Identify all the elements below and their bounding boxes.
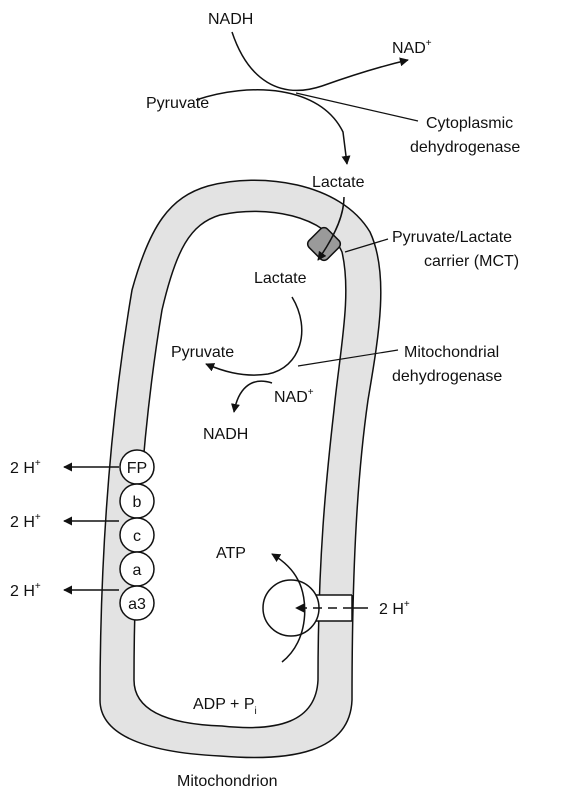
lactate-to-pyruvate-arrow <box>206 297 302 375</box>
cytoplasmic-dehydrogenase-label-2: dehydrogenase <box>410 139 520 156</box>
nadh-to-nad-arrow <box>232 32 408 90</box>
lactate-inside-label: Lactate <box>254 270 307 287</box>
proton-in-label: 2 H+ <box>379 599 410 618</box>
atp-label: ATP <box>216 545 246 562</box>
etc-complex-label: c <box>133 528 141 545</box>
cytoplasmic-dehydrogenase-pointer <box>296 93 418 121</box>
proton-out-label: 2 H+ <box>10 458 41 477</box>
carrier-label-2: carrier (MCT) <box>424 253 519 270</box>
etc-complex-label: FP <box>127 460 147 477</box>
proton-out-label: 2 H+ <box>10 581 41 600</box>
proton-out-label: 2 H+ <box>10 512 41 531</box>
nad-top-label: NAD+ <box>392 38 432 57</box>
etc-complex-label: a3 <box>128 596 146 613</box>
carrier-label-1: Pyruvate/Lactate <box>392 229 512 246</box>
nad-to-nadh-arrow <box>234 381 272 412</box>
etc-complex-label: a <box>133 562 142 579</box>
mitochondrial-dehydrogenase-label-1: Mitochondrial <box>404 344 499 361</box>
lactate-outside-label: Lactate <box>312 174 365 191</box>
adp-label: ADP + Pi <box>193 696 257 717</box>
cytoplasmic-dehydrogenase-label-1: Cytoplasmic <box>426 115 513 132</box>
etc-complex-label: b <box>133 494 142 511</box>
mitochondrial-dehydrogenase-label-2: dehydrogenase <box>392 368 502 385</box>
electron-transport-chain: FP bca a3 2 H+ 2 H+ 2 H+ <box>10 450 154 620</box>
pyruvate-inside-label: Pyruvate <box>171 344 234 361</box>
nadh-inside-label: NADH <box>203 426 248 443</box>
nadh-top-label: NADH <box>208 11 253 28</box>
nad-inside-label: NAD+ <box>274 387 314 406</box>
atp-synthase-head <box>263 580 319 636</box>
mitochondrion-caption: Mitochondrion <box>177 773 278 790</box>
pyruvate-to-lactate-arrow <box>196 90 347 164</box>
pyruvate-top-label: Pyruvate <box>146 95 209 112</box>
